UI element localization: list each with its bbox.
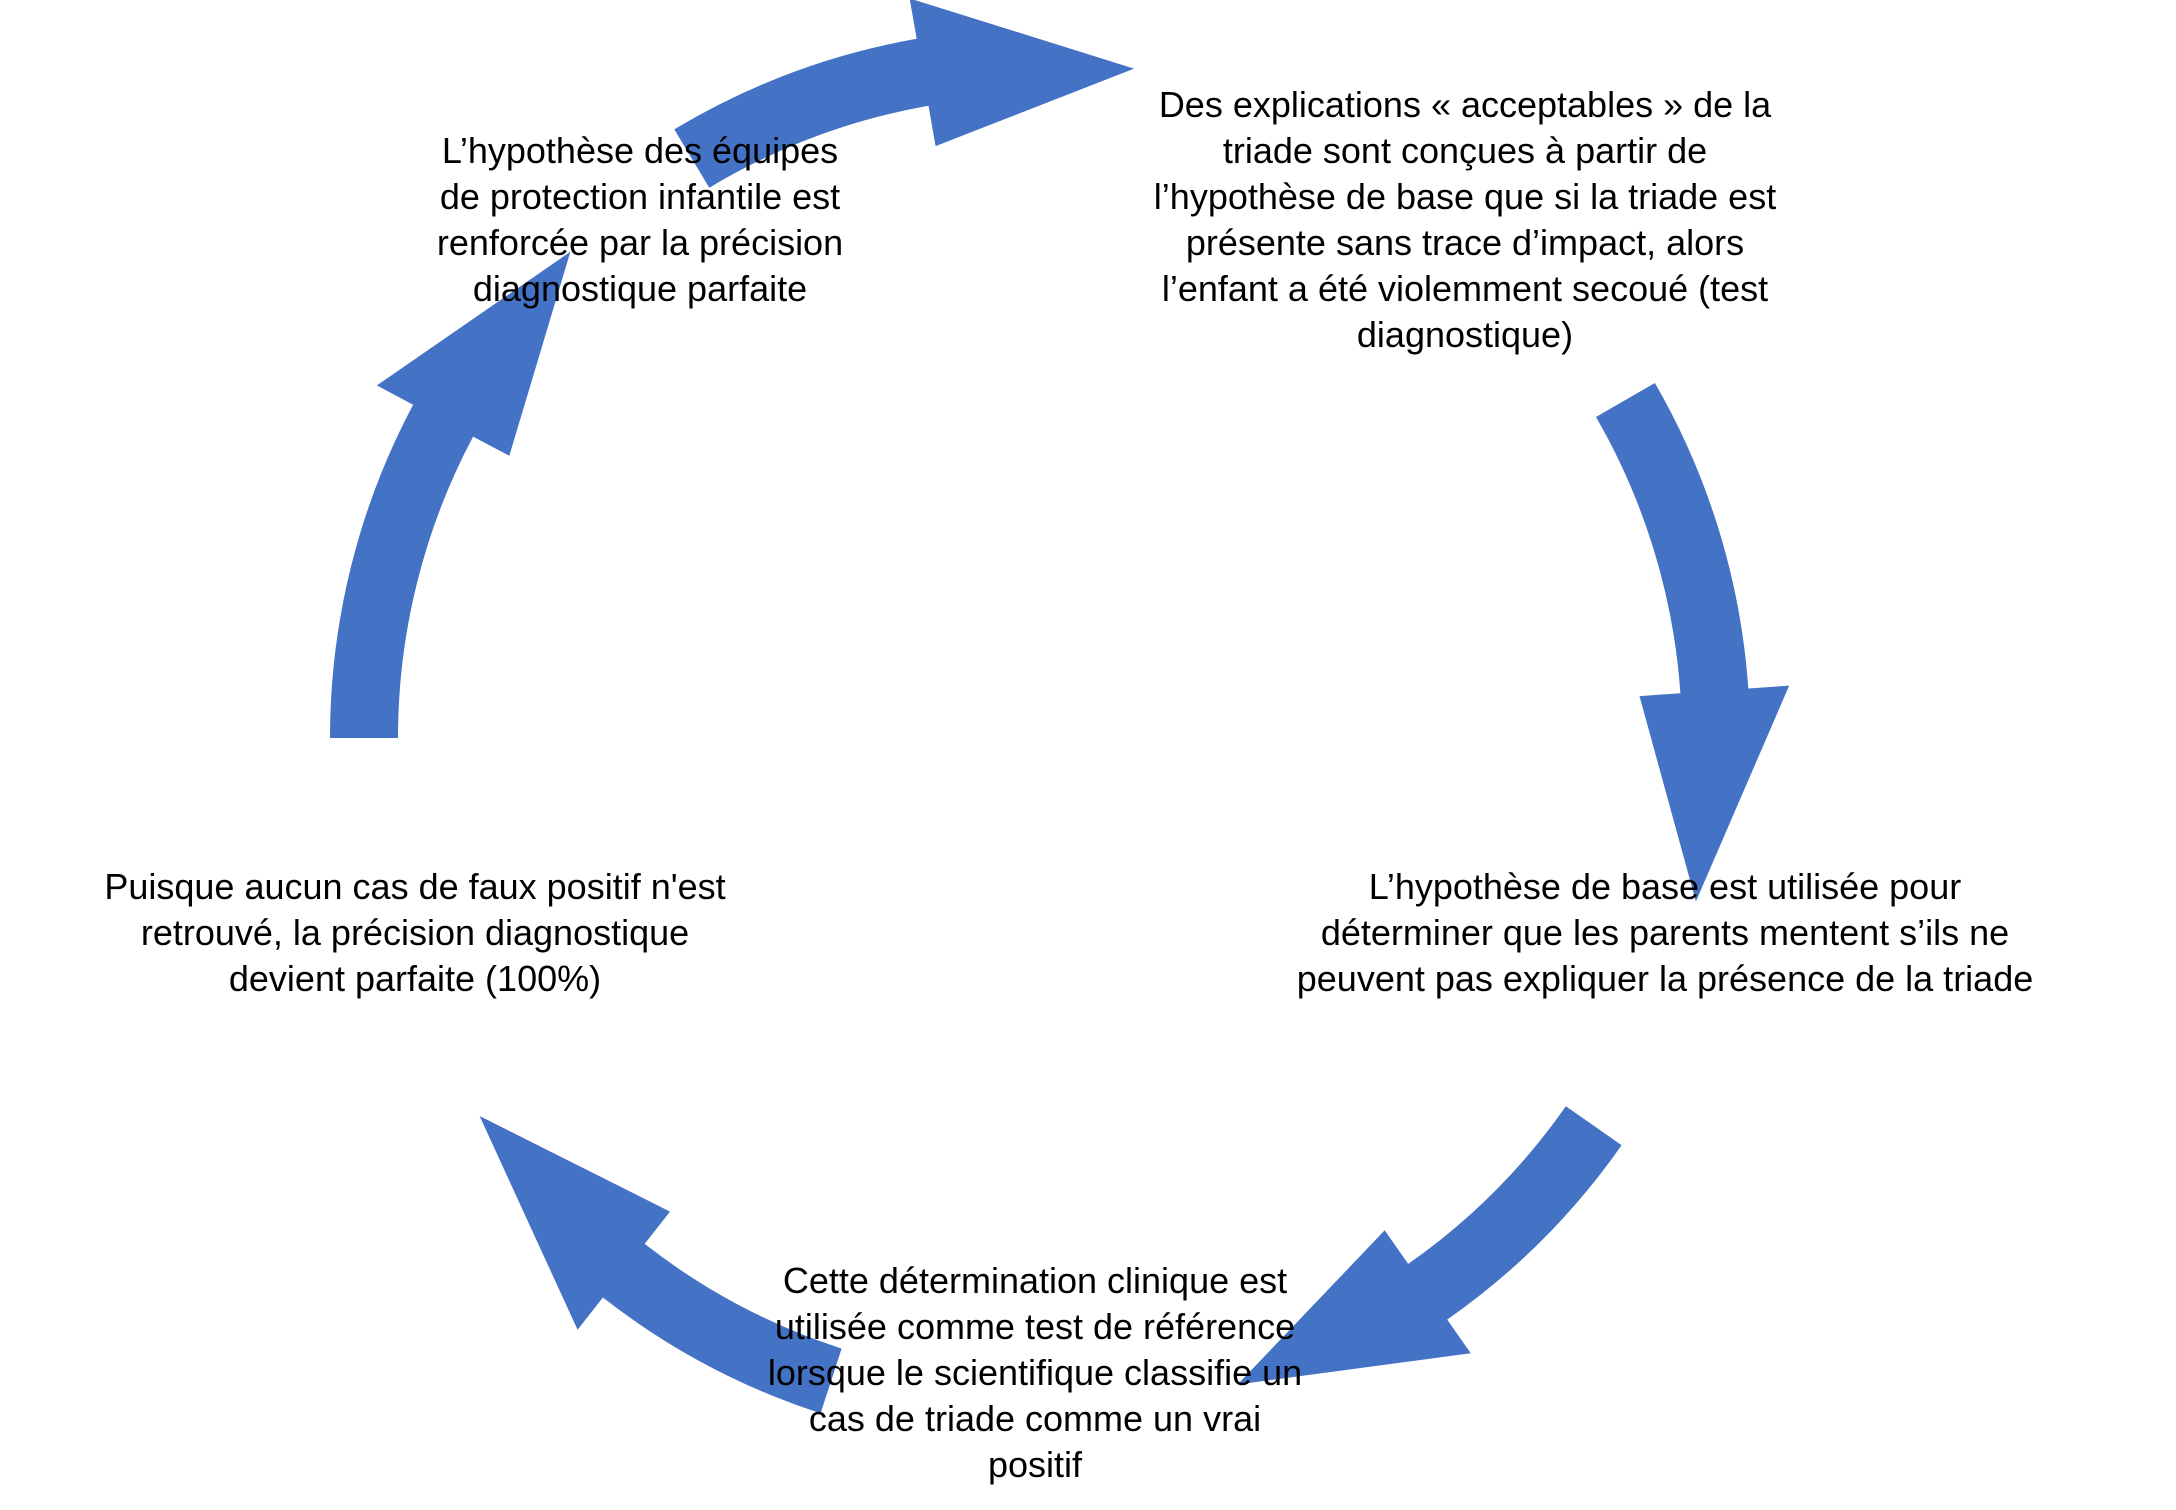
cycle-arrows — [330, 0, 1790, 1414]
arrow-to-team-hypothesis — [330, 251, 571, 738]
arrow-to-reference-test — [1237, 1106, 1622, 1385]
arrow-to-explanations — [674, 0, 1135, 188]
cycle-step-parents-lying: L’hypothèse de base est utilisée pour dé… — [1296, 866, 2034, 999]
cycle-step-perfect-precision: Puisque aucun cas de faux positif n'est … — [104, 866, 726, 999]
arrow-to-parents-lying — [1596, 383, 1790, 902]
arrow-to-perfect-precision — [479, 1116, 842, 1414]
cycle-step-team-hypothesis: L’hypothèse des équipes de protection in… — [436, 130, 844, 309]
cycle-step-reference-test: Cette détermination clinique est utilisé… — [767, 1260, 1303, 1485]
cycle-step-acceptable-explanations: Des explications « acceptables » de la t… — [1153, 84, 1777, 355]
